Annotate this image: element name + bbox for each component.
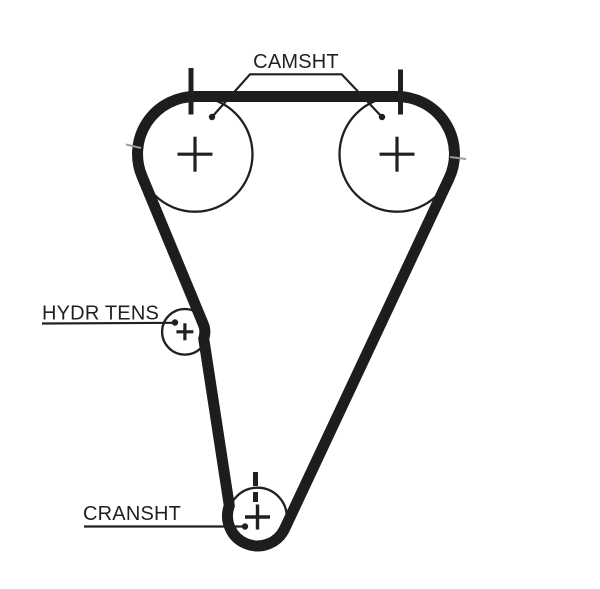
timing-mark-crank-dash-2: [253, 492, 258, 502]
leader-dot-right: [378, 113, 386, 121]
timing-mark-left-cam: [188, 68, 194, 115]
hydr-tens-leader-line: [41, 321, 176, 325]
timing-belt: [132, 91, 460, 552]
timing-mark-right-cam: [398, 69, 403, 115]
camshaft-leader-line: [211, 73, 383, 118]
timing-mark-crank-dash-1: [253, 472, 258, 486]
camshaft-label: CAMSHT: [208, 51, 386, 121]
crankshaft-label: CRANSHT: [83, 503, 249, 530]
leader-dot-tensioner: [171, 319, 179, 326]
timing-marks: [125, 68, 467, 502]
leader-dot-crank: [241, 523, 249, 530]
hydr-tens-label-text: HYDR TENS: [42, 303, 159, 325]
belt-alignment-mark-right: [449, 156, 467, 160]
leader-dot-left: [208, 113, 216, 121]
camshaft-label-text: CAMSHT: [253, 51, 339, 73]
hydraulic-tensioner-label: HYDR TENS: [41, 303, 179, 326]
cranshaft-label-text: CRANSHT: [83, 503, 181, 525]
belt-alignment-mark-left: [125, 143, 142, 149]
